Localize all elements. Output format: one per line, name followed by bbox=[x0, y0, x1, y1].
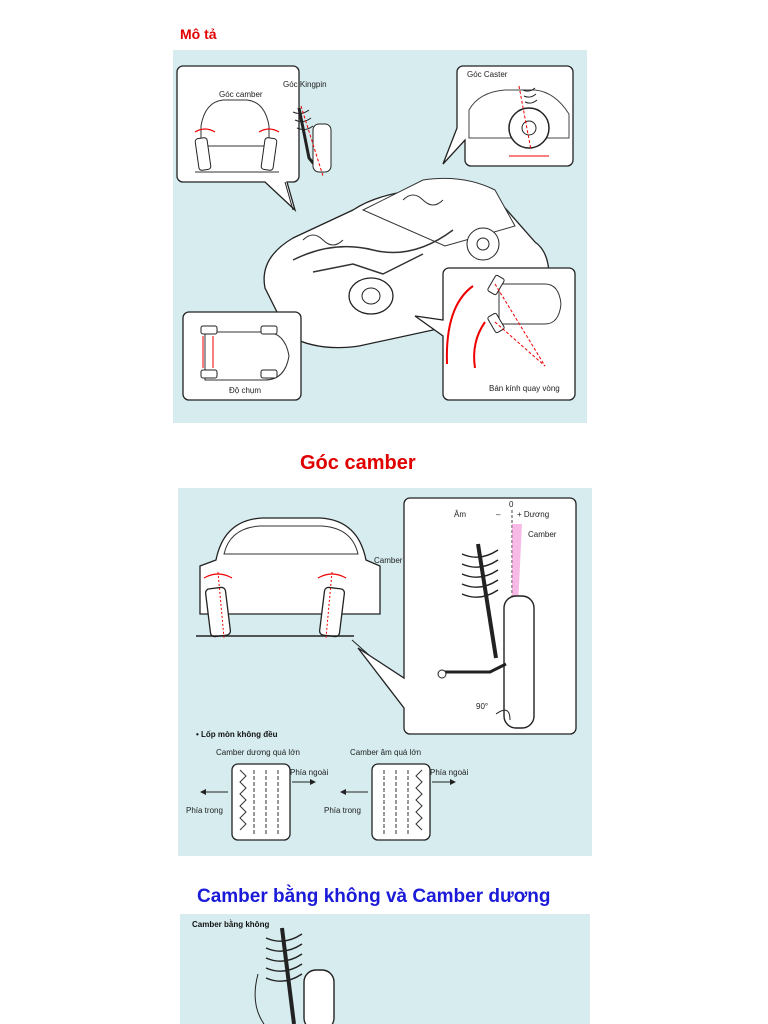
label-zero-camber: Camber bằng không bbox=[192, 920, 270, 929]
label-minus: – bbox=[496, 510, 501, 519]
tire-wear-drawing bbox=[200, 763, 456, 841]
section-heading-description: Mô tả bbox=[180, 26, 217, 42]
overview-drawing bbox=[176, 65, 576, 401]
camber-figure: Camber Âm 0 – + Dương Camber 90° • Lốp m… bbox=[178, 488, 592, 856]
label-camber: Camber bbox=[374, 556, 403, 565]
section-heading-camber: Góc camber bbox=[300, 452, 416, 474]
label-camber-angle: Góc camber bbox=[219, 90, 263, 99]
label-outside-1: Phía ngoài bbox=[290, 768, 329, 777]
section-heading-zero-positive-camber: Camber bằng không và Camber dương bbox=[197, 886, 551, 907]
label-positive-too-big: Camber dương quá lớn bbox=[216, 748, 300, 757]
camber-drawing bbox=[196, 497, 577, 735]
label-negative-too-big: Camber âm quá lớn bbox=[350, 748, 422, 757]
zero-camber-figure: Camber bằng không bbox=[180, 914, 590, 1024]
label-inside-2: Phía trong bbox=[324, 806, 361, 815]
label-zero: 0 bbox=[509, 500, 514, 509]
zero-camber-drawing bbox=[254, 927, 335, 1024]
label-negative: Âm bbox=[454, 510, 466, 519]
label-uneven-wear: • Lốp mòn không đều bbox=[196, 730, 278, 739]
overview-figure: Góc camber Góc Kingpin Góc Caster Độ chụ… bbox=[173, 50, 587, 423]
label-toe: Độ chụm bbox=[229, 386, 262, 395]
label-ninety: 90° bbox=[476, 702, 489, 711]
label-kingpin-angle: Góc Kingpin bbox=[283, 80, 327, 89]
label-outside-2: Phía ngoài bbox=[430, 768, 469, 777]
label-camber-line: Camber bbox=[528, 530, 557, 539]
label-turning-radius: Bán kính quay vòng bbox=[489, 384, 560, 393]
label-plus-positive: + Dương bbox=[517, 510, 550, 519]
label-inside-1: Phía trong bbox=[186, 806, 223, 815]
label-caster-angle: Góc Caster bbox=[467, 70, 508, 79]
